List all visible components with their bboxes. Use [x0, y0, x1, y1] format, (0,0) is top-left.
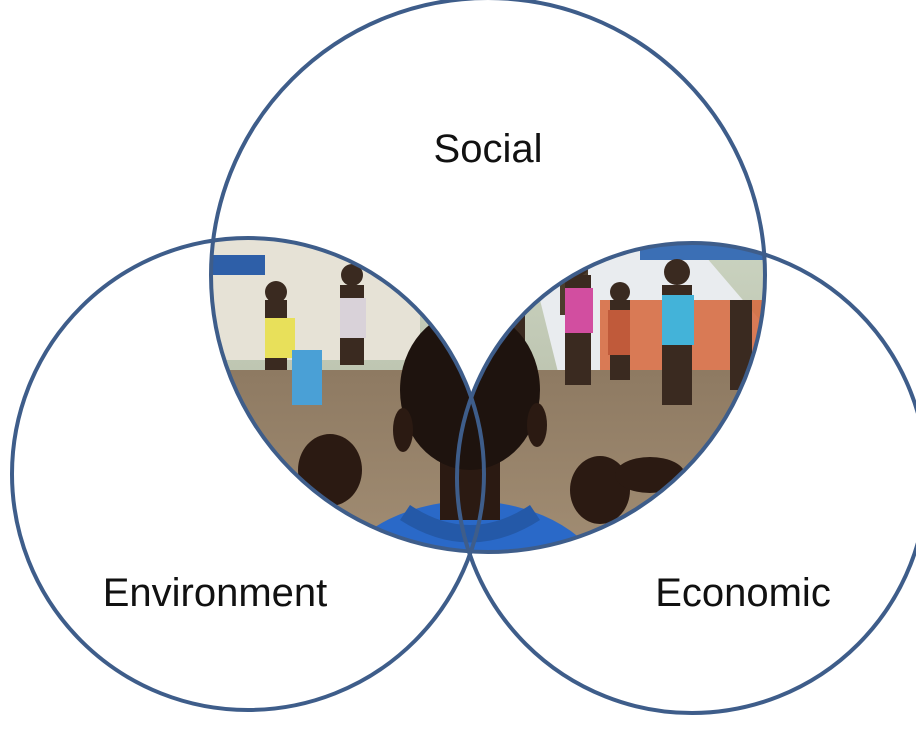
- environment-circle: [10, 236, 486, 712]
- social-label: Social: [434, 127, 543, 171]
- economic-label: Economic: [655, 571, 831, 615]
- social-circle: [209, 0, 767, 554]
- environment-label: Environment: [103, 571, 328, 615]
- economic-circle: [455, 241, 916, 715]
